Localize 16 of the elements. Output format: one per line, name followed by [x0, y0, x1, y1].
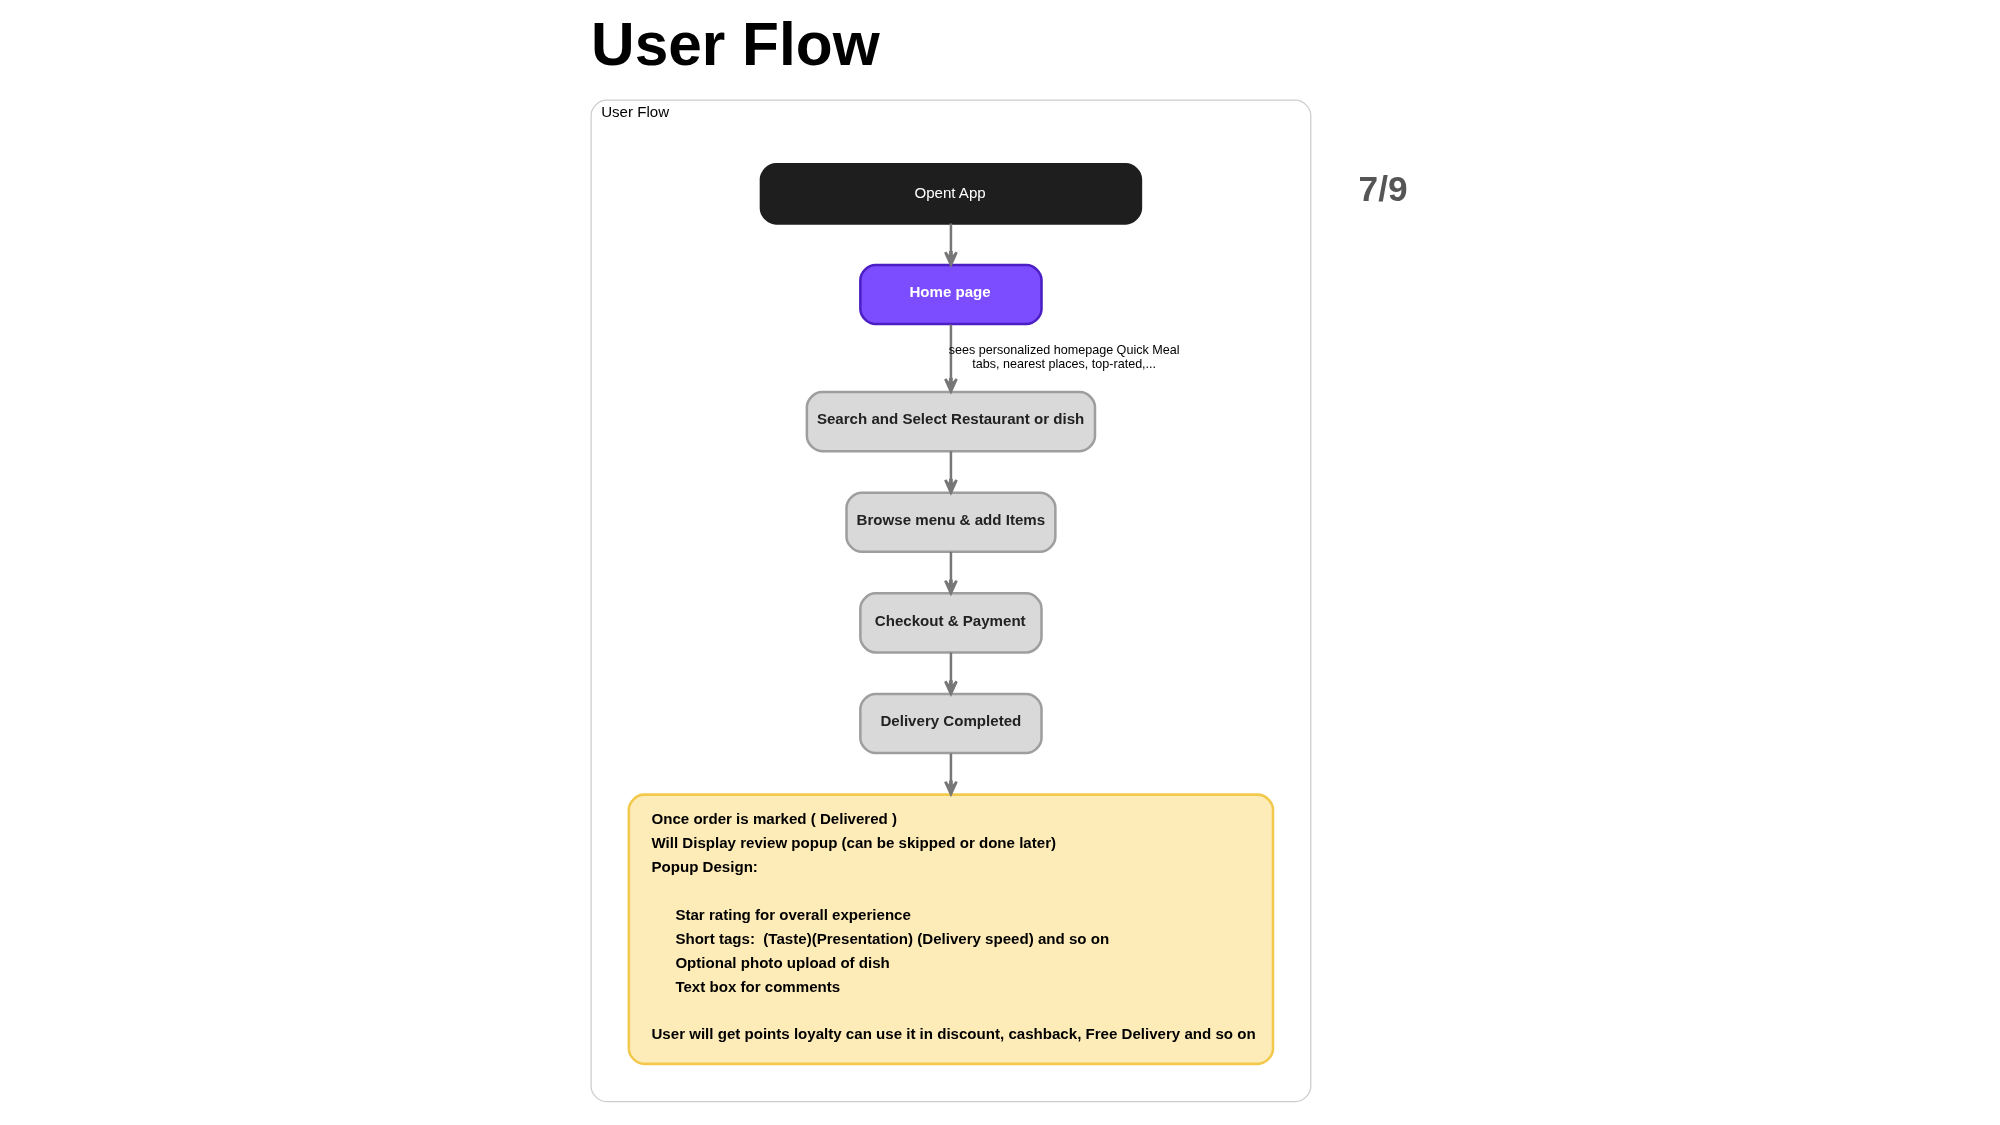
label: 7/9	[1358, 169, 1408, 209]
node-box: Search and Select Restaurant or dish	[805, 390, 1097, 453]
arrow	[944, 451, 958, 494]
node-box: Delivery Completed	[859, 692, 1043, 755]
arrow	[944, 223, 958, 267]
node-box: Checkout & Payment	[859, 592, 1043, 654]
diagram-title: User Flow	[591, 10, 880, 79]
node-box: Home page	[859, 263, 1043, 326]
arrow	[944, 652, 958, 696]
edge-label: sees personalized homepage Quick Meal tabs, nearest places, top-rated,...	[948, 343, 1180, 372]
arrow	[944, 324, 958, 393]
node-box: Once order is marked ( Delivered ) Will Display review popup (can be skipped or done later) Popup Design: Star rating for overall experience Short tags: (Taste)(Presentation) (Delivery speed) and so on Optional photo upload of dish Text box for comments User will get points loyalty can use it in discount, cashback, Free Delivery and so on	[627, 793, 1275, 1066]
node-box: Opent App	[759, 163, 1143, 225]
node-box: Browse menu & add Items	[845, 491, 1057, 554]
arrow	[944, 551, 958, 595]
arrow	[944, 753, 958, 796]
